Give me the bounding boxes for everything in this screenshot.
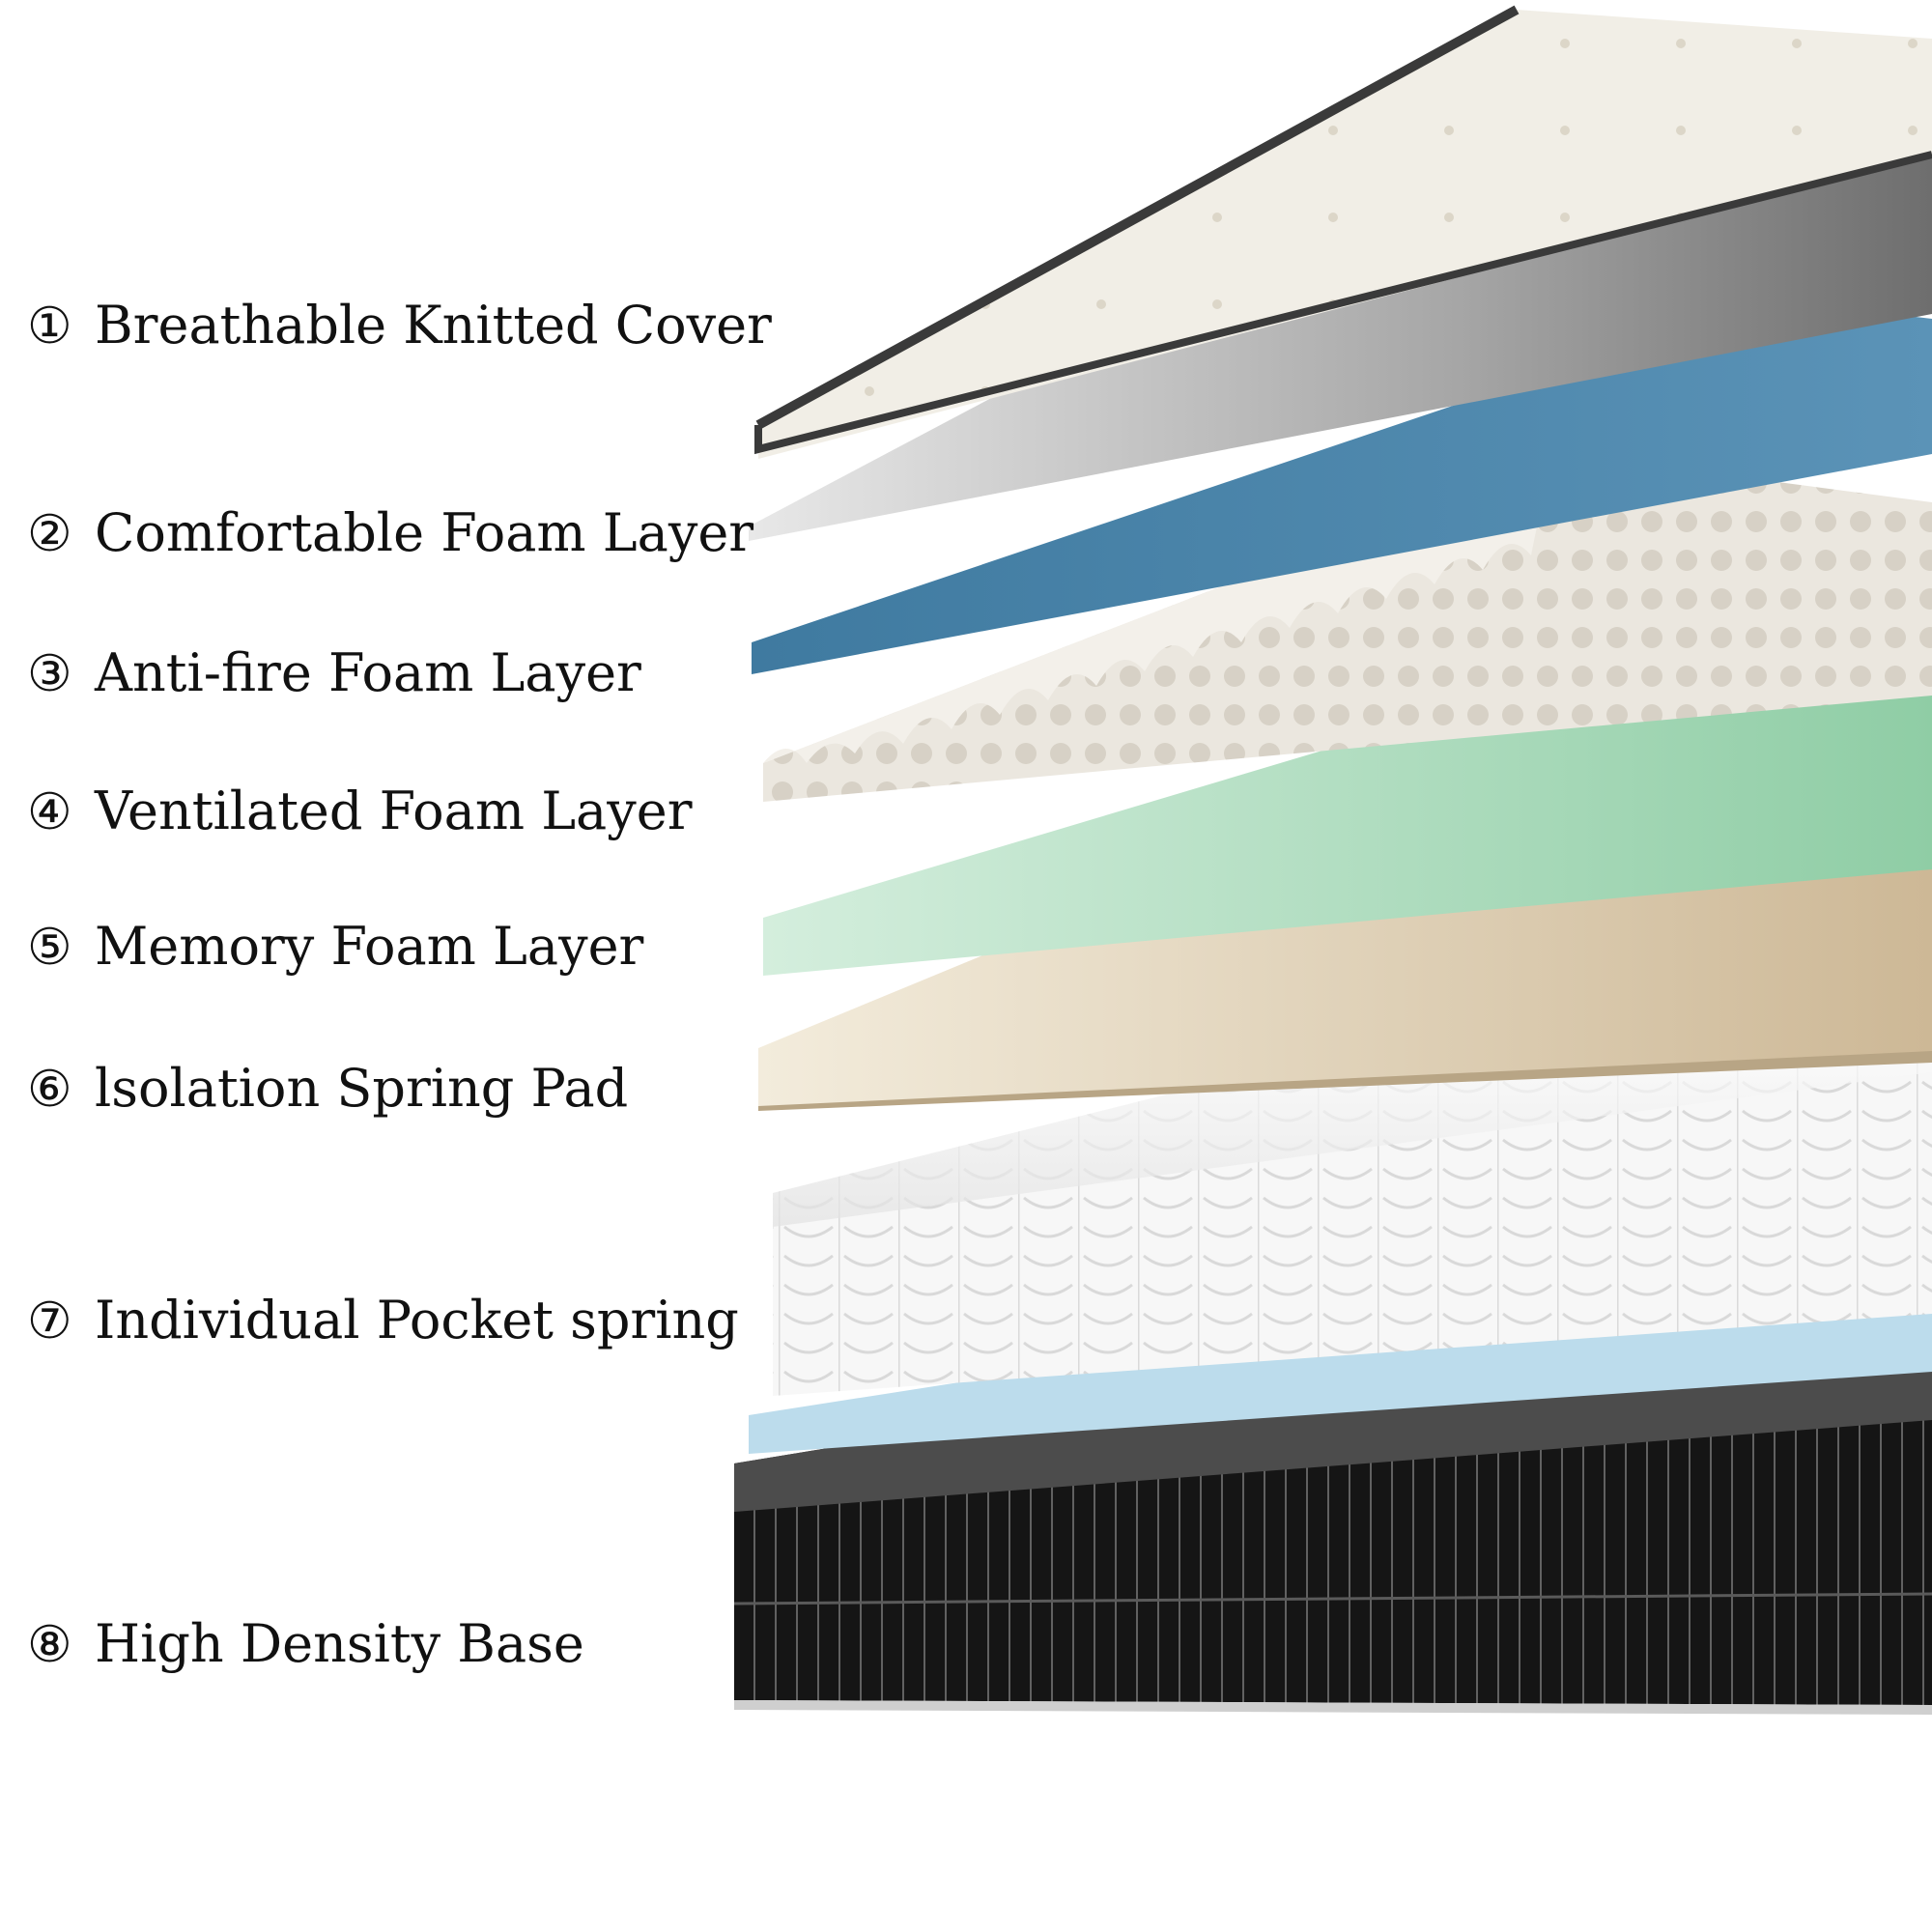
layer-number-8: ⑧ — [27, 1616, 72, 1674]
layer-number-6: ⑥ — [27, 1061, 72, 1119]
layer-name-1: Breathable Knitted Cover — [95, 295, 772, 355]
layer-number-2: ② — [27, 505, 72, 563]
layer-number-1: ① — [27, 298, 72, 355]
layer-name-4: Ventilated Foam Layer — [95, 781, 693, 841]
layer-number-5: ⑤ — [27, 919, 72, 977]
memory-foam-layer — [763, 667, 1932, 976]
layer-label-8: ⑧ High Density Base — [27, 1613, 584, 1674]
layer-name-7: Individual Pocket spring — [95, 1290, 739, 1350]
layer-name-3: Anti-fire Foam Layer — [95, 642, 641, 703]
layer-label-3: ③ Anti-fire Foam Layer — [27, 642, 641, 703]
layer-name-6: lsolation Spring Pad — [95, 1058, 629, 1119]
knitted-cover-layer — [754, 5, 1932, 459]
layer-label-2: ② Comfortable Foam Layer — [27, 502, 753, 563]
pocket-spring-layer — [773, 1024, 1932, 1396]
layer-label-7: ⑦ Individual Pocket spring — [27, 1290, 739, 1350]
layer-name-2: Comfortable Foam Layer — [95, 502, 754, 563]
layer-label-5: ⑤ Memory Foam Layer — [27, 916, 643, 977]
layer-name-5: Memory Foam Layer — [95, 916, 644, 977]
layer-number-4: ④ — [27, 783, 72, 841]
layer-label-1: ① Breathable Knitted Cover — [27, 295, 772, 355]
layer-label-6: ⑥ lsolation Spring Pad — [27, 1058, 628, 1119]
anti-fire-foam-layer — [752, 299, 1932, 674]
layer-label-4: ④ Ventilated Foam Layer — [27, 781, 693, 841]
layer-number-7: ⑦ — [27, 1293, 72, 1350]
layer-number-3: ③ — [27, 645, 72, 703]
layer-name-8: High Density Base — [95, 1613, 584, 1674]
comfortable-foam-layer — [749, 135, 1932, 541]
